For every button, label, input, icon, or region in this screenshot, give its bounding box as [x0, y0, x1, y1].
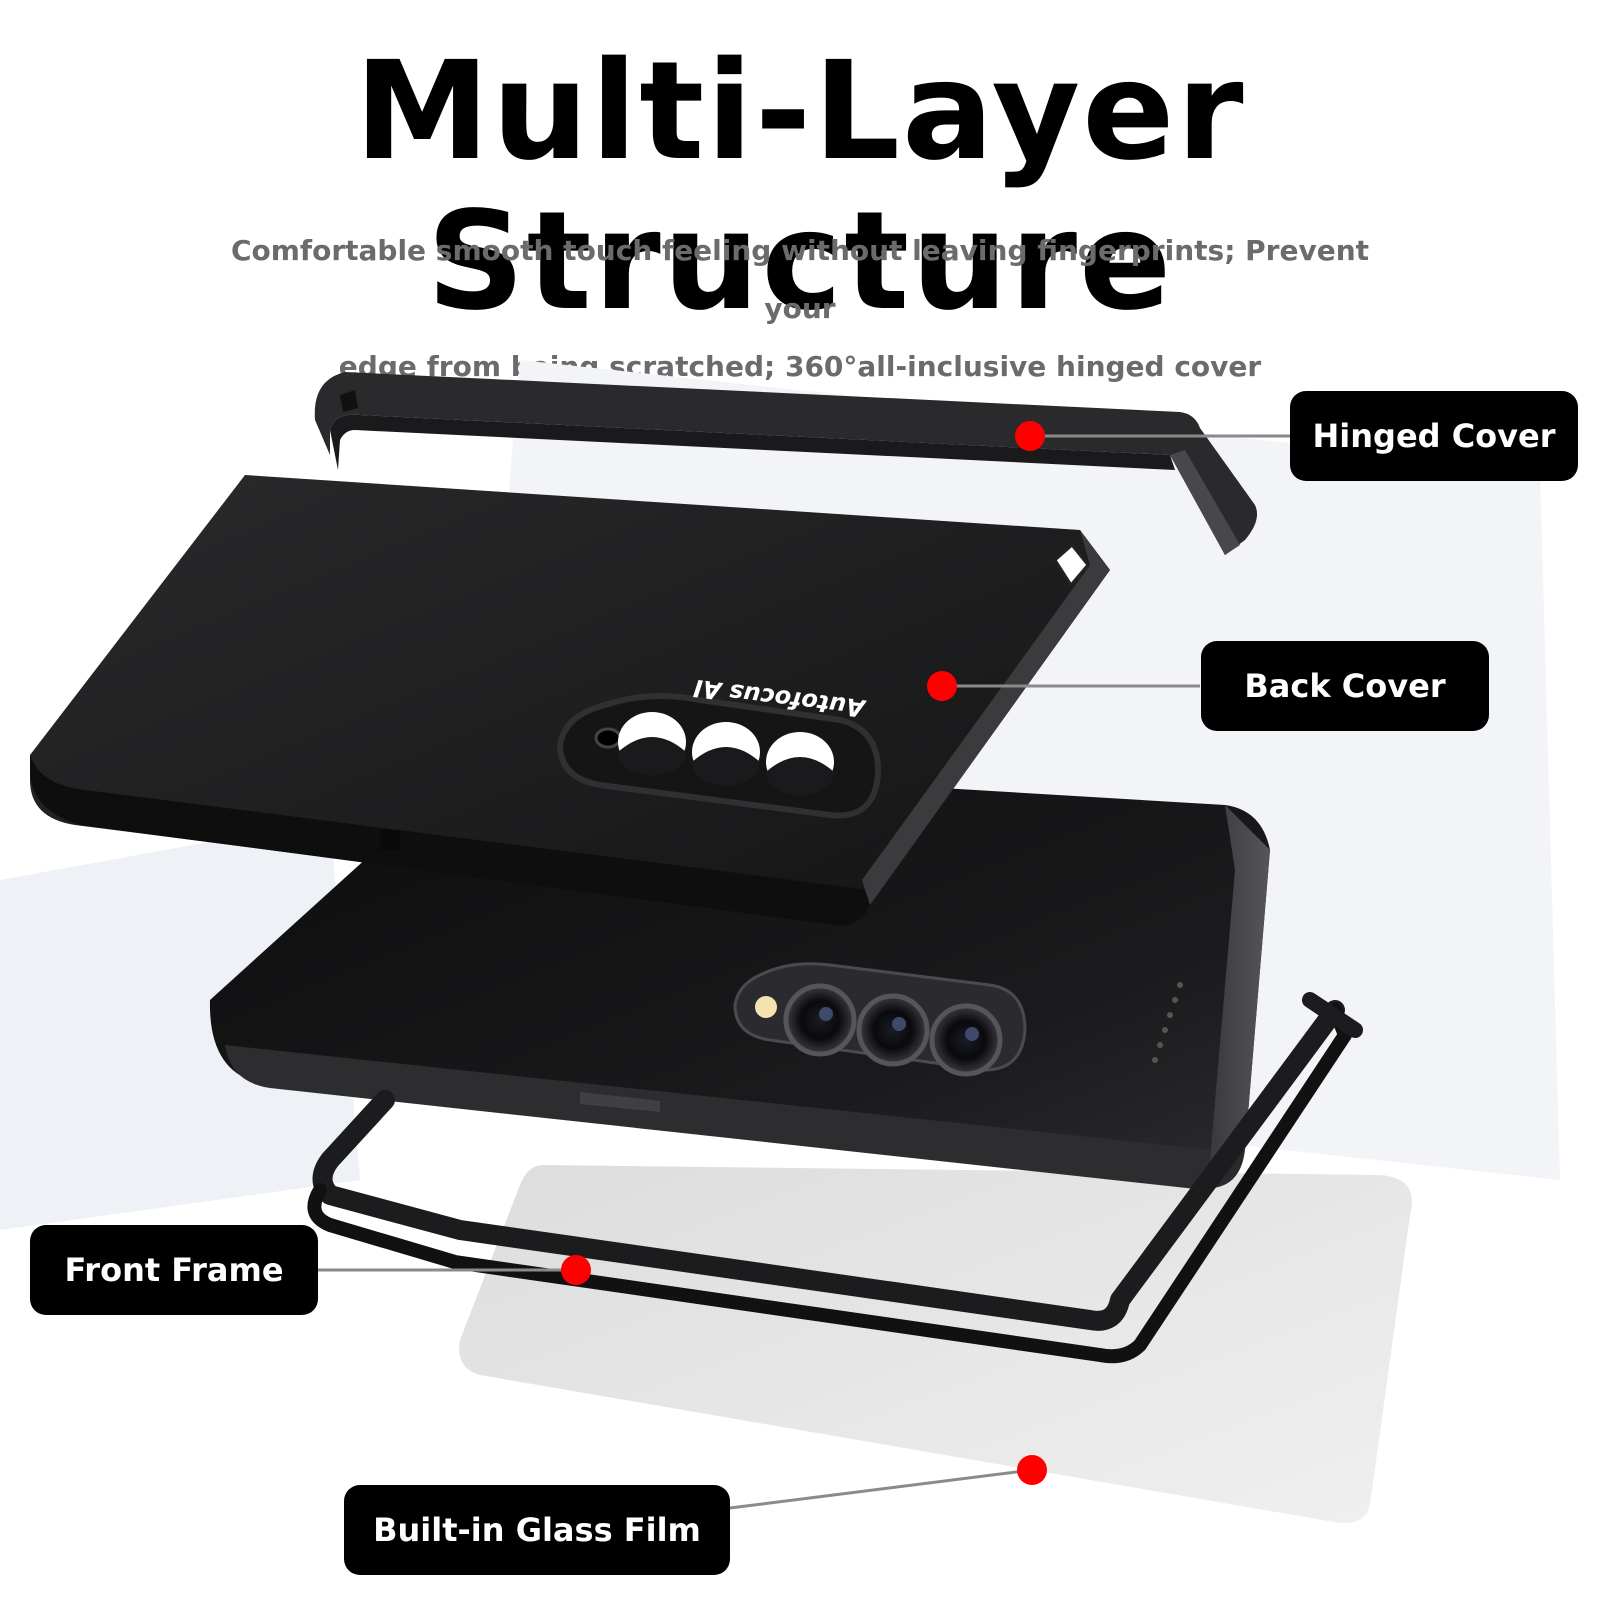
page-title: Multi-Layer Structure: [354, 33, 1246, 341]
hinged-cover-layer: [314, 372, 1258, 555]
lens-cutout: [618, 712, 686, 776]
camera-lens-icon: [783, 983, 857, 1057]
back-cover-layer: Autofocus AI: [30, 475, 1110, 926]
indicator-dot-front-frame: [561, 1255, 591, 1285]
indicator-dot-hinged-cover: [1015, 421, 1045, 451]
leader-lines: [318, 434, 1290, 1510]
front-frame-layer: [307, 992, 1363, 1364]
indicator-dot-glass-film: [1017, 1455, 1047, 1485]
page-subtitle: Comfortable smooth touch feeling without…: [200, 222, 1400, 396]
camera-lens-icon: [856, 993, 930, 1067]
flash-icon: [755, 996, 777, 1018]
indicator-dot-back-cover: [927, 671, 957, 701]
glass-film-layer: [459, 1164, 1413, 1524]
subtitle-line-1: Comfortable smooth touch feeling without…: [230, 234, 1370, 325]
phone-camera-module: [733, 962, 1027, 1077]
callout-back-cover: Back Cover: [1201, 641, 1489, 731]
callout-glass-film: Built-in Glass Film: [344, 1485, 730, 1575]
speaker-grille: [1152, 982, 1183, 1063]
callout-front-frame: Front Frame: [30, 1225, 318, 1315]
callout-hinged-cover: Hinged Cover: [1290, 391, 1578, 481]
leader-line-glass-film: [729, 1468, 1033, 1510]
subtitle-line-2: edge from being scratched; 360°all-inclu…: [338, 350, 1262, 383]
cover-camera-module: [556, 693, 882, 819]
camera-lens-icon: [929, 1003, 1003, 1077]
lens-cutout: [766, 732, 834, 796]
lens-cutout: [692, 722, 760, 786]
